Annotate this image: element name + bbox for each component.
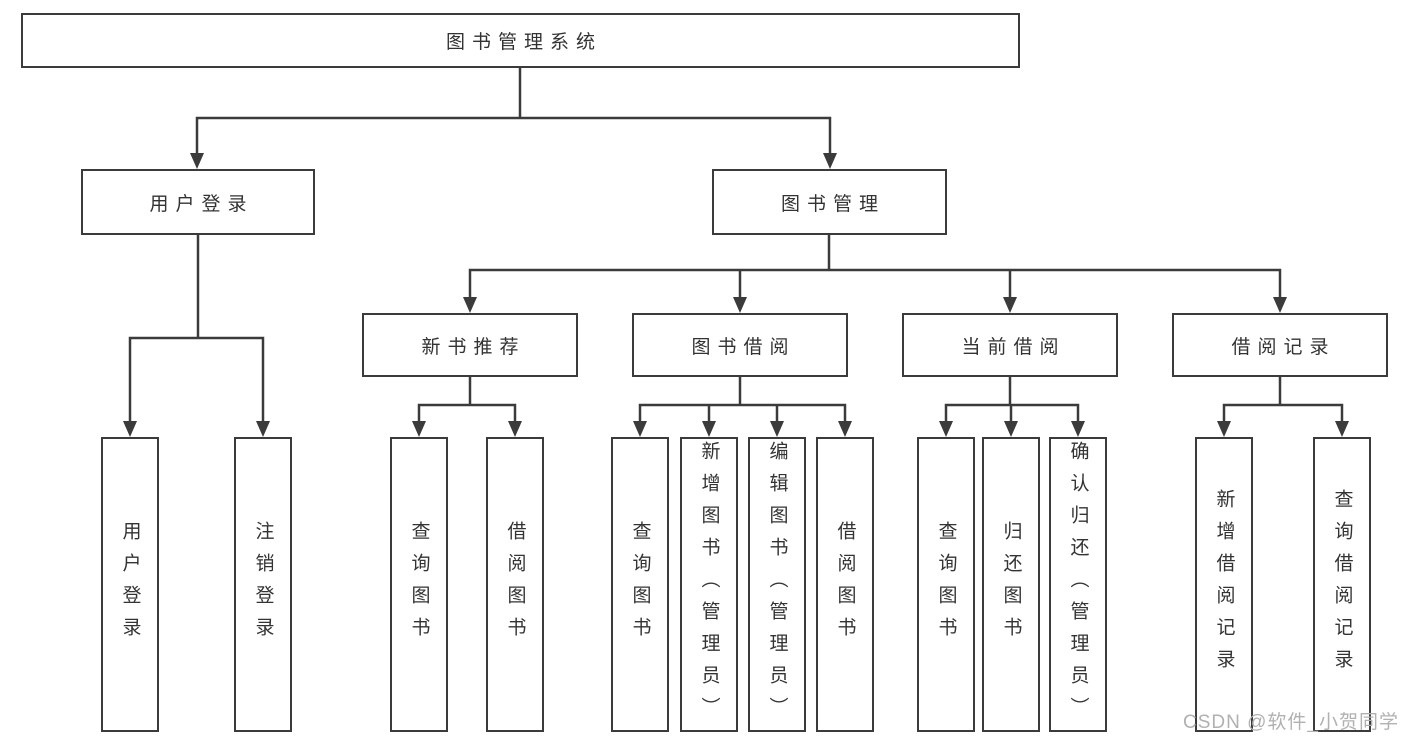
- node-borrow-record-label: 借阅记录: [1231, 336, 1336, 358]
- node-current-borrow: 当前借阅: [902, 313, 1118, 377]
- arrowhead-icon: [1003, 297, 1017, 313]
- arrowhead-icon: [1335, 421, 1349, 437]
- connector-current-borrow-to-leaves: [944, 375, 1080, 424]
- arrowhead-icon: [1217, 421, 1231, 437]
- node-leaf-query-borrow-record-label: 查询借阅记录: [1331, 488, 1353, 681]
- node-leaf-add-borrow-record-label: 新增借阅记录: [1213, 488, 1235, 681]
- arrowhead-icon: [823, 153, 837, 169]
- arrowhead-icon: [190, 153, 204, 169]
- node-book-management: 图书管理: [712, 169, 947, 235]
- node-leaf-borrow-book-recommend-label: 借阅图书: [504, 520, 526, 649]
- node-leaf-edit-book-admin: 编辑图书（管理员）: [748, 437, 806, 732]
- node-leaf-logout-label: 注销登录: [252, 520, 274, 649]
- arrowhead-icon: [702, 421, 716, 437]
- node-leaf-return-book-label: 归还图书: [1000, 520, 1022, 649]
- arrowhead-icon: [633, 421, 647, 437]
- arrowhead-icon: [1071, 421, 1085, 437]
- node-leaf-return-book: 归还图书: [982, 437, 1040, 732]
- node-leaf-query-book-current: 查询图书: [917, 437, 975, 732]
- node-leaf-user-login-label: 用户登录: [119, 520, 141, 649]
- node-leaf-confirm-return-admin: 确认归还（管理员）: [1049, 437, 1107, 732]
- connector-book-borrow-to-leaves: [638, 375, 847, 424]
- arrowhead-icon: [733, 297, 747, 313]
- arrowhead-icon: [1004, 421, 1018, 437]
- node-root-system: 图书管理系统: [21, 13, 1020, 68]
- node-leaf-borrow-book-recommend: 借阅图书: [486, 437, 544, 732]
- arrowhead-icon: [770, 421, 784, 437]
- connector-new-book-to-leaves: [417, 375, 517, 424]
- node-leaf-query-book-borrow: 查询图书: [611, 437, 669, 732]
- connector-user-login-to-leaves: [128, 233, 265, 424]
- node-leaf-query-book-recommend-label: 查询图书: [408, 520, 430, 649]
- node-new-book-recommend: 新书推荐: [362, 313, 578, 377]
- arrowhead-icon: [412, 421, 426, 437]
- arrowhead-icon: [838, 421, 852, 437]
- node-book-management-label: 图书管理: [780, 193, 885, 215]
- node-current-borrow-label: 当前借阅: [961, 336, 1066, 358]
- node-borrow-record: 借阅记录: [1172, 313, 1388, 377]
- node-new-book-recommend-label: 新书推荐: [421, 336, 526, 358]
- arrowhead-icon: [463, 297, 477, 313]
- node-leaf-query-borrow-record: 查询借阅记录: [1313, 437, 1371, 732]
- connector-book-mgmt-to-groups: [468, 233, 1282, 300]
- arrowhead-icon: [256, 421, 270, 437]
- arrowhead-icon: [939, 421, 953, 437]
- node-leaf-borrow-book-label: 借阅图书: [834, 520, 856, 649]
- node-leaf-borrow-book: 借阅图书: [816, 437, 874, 732]
- node-leaf-add-book-admin-label: 新增图书（管理员）: [698, 440, 720, 729]
- node-leaf-logout: 注销登录: [234, 437, 292, 732]
- node-leaf-add-borrow-record: 新增借阅记录: [1195, 437, 1253, 732]
- arrowhead-icon: [1273, 297, 1287, 313]
- node-leaf-query-book-recommend: 查询图书: [390, 437, 448, 732]
- connector-borrow-record-to-leaves: [1222, 375, 1344, 424]
- node-user-login: 用户登录: [81, 169, 315, 235]
- csdn-watermark: CSDN @软件_小贺同学: [1183, 712, 1399, 733]
- node-leaf-query-book-current-label: 查询图书: [935, 520, 957, 649]
- node-book-borrow-label: 图书借阅: [691, 336, 796, 358]
- arrowhead-icon: [123, 421, 137, 437]
- node-leaf-query-book-borrow-label: 查询图书: [629, 520, 651, 649]
- node-root-system-label: 图书管理系统: [445, 32, 602, 53]
- node-leaf-confirm-return-admin-label: 确认归还（管理员）: [1067, 440, 1089, 729]
- node-leaf-add-book-admin: 新增图书（管理员）: [680, 437, 738, 732]
- arrowhead-icon: [508, 421, 522, 437]
- node-leaf-edit-book-admin-label: 编辑图书（管理员）: [766, 440, 788, 729]
- node-user-login-label: 用户登录: [149, 193, 254, 215]
- node-leaf-user-login: 用户登录: [101, 437, 159, 732]
- connector-root-to-level2: [195, 66, 832, 156]
- node-book-borrow: 图书借阅: [632, 313, 848, 377]
